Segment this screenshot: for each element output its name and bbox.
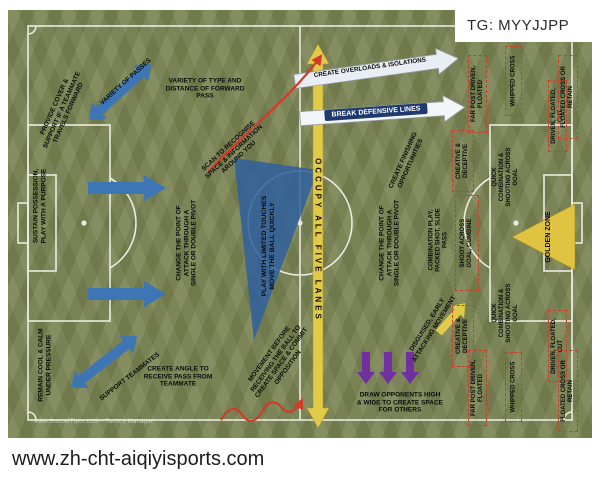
annotation-far-post-top: FAR POST DRIVEN, FLOATED [470,66,484,123]
label-box-shoot-across-goal: SHOOT ACROSS GOAL, COMBINE [455,195,479,291]
annotation-creative-deceptive-top: CREATIVE & DECEPTIVE [455,143,469,179]
label-box-creative-deceptive-top: CREATIVE & DECEPTIVE [452,130,474,192]
tg-label: TG: MYYJJPP [455,9,593,42]
annotation-remain-cool: REMAIN COOL & CALM UNDER PRESSURE [37,328,52,402]
annotation-far-post-bottom: FAR POST DRIVEN, FLOATED [470,360,484,417]
annotation-sustain-possession: SUSTAIN POSSESSION, PLAY WITH A PURPOSE [32,168,47,244]
annotation-floated-cross-retain-top: FLOATED CROSS OR RETAIN [560,66,574,128]
label-box-creative-deceptive-bottom: CREATIVE & DECEPTIVE [452,305,474,367]
annotation-whipped-cross-top: WHIPPED CROSS [509,55,516,107]
create-overloads-arrow [293,47,459,89]
purple-down-arrow-1 [357,352,375,384]
label-box-far-post-top: FAR POST DRIVEN, FLOATED [468,55,487,133]
label-box-driven-floated-cut-bottom: DRIVEN, FLOATED, CUT [548,310,567,382]
football-pitch: PROVIDE COVER & SUPPORT IF A TEAMMATE TR… [8,10,592,438]
annotation-occupy-lanes: OCCUPY ALL FIVE LANES [313,158,323,322]
blue-possession-triangle [234,158,318,340]
support-teammates-arrow [70,336,138,388]
blue-forward-arrow-bottom [88,281,166,307]
annotation-quick-combination-bottom: QUICK COMBINATION & SHOOTING ACROSS GOAL [491,283,520,343]
label-box-far-post-bottom: FAR POST DRIVEN, FLOATED [468,350,487,426]
annotation-shoot-across-goal: SHOOT ACROSS GOAL, COMBINE [459,218,473,268]
annotation-change-point-right: CHANGE THE POINT OF ATTACK THROUGH A SIN… [378,199,401,287]
red-squiggle-arrow [220,398,303,422]
annotation-floated-cross-retain-bottom: FLOATED CROSS OR RETAIN [560,360,574,422]
annotation-combination-play: COMBINATION PLAY, PACKED SHOT, SLIDE PAS… [428,208,449,272]
site-url-text: www.zh-cht-aiqiyisports.com [12,447,265,470]
watermark: www.SoccerTutor.com - Tactics Manager [34,419,154,425]
purple-down-arrow-3 [401,352,419,384]
annotation-draw-opponents: DRAW OPPONENTS HIGH & WIDE TO CREATE SPA… [357,391,443,414]
annotation-play-limited-touches: PLAY WITH LIMITED TOUCHES MOVE THE BALL … [260,195,276,297]
label-box-floated-cross-retain-top: FLOATED CROSS OR RETAIN [558,55,578,139]
annotation-quick-combination-top: QUICK COMBINATION & SHOOTING ACROSS GOAL [491,147,520,207]
site-url-bar: www.zh-cht-aiqiyisports.com [0,438,600,480]
label-box-floated-cross-retain-bottom: FLOATED CROSS OR RETAIN [558,350,578,432]
red-scan-arrow [207,54,323,173]
occupy-lanes-arrow [306,43,330,429]
variety-of-passes-arrow [88,63,152,121]
annotation-golden-zone: GOLDEN ZONE [544,211,552,263]
label-box-whipped-cross-top: WHIPPED CROSS [505,46,522,116]
blue-forward-arrow-top [88,175,166,201]
annotation-whipped-cross-bottom: WHIPPED CROSS [509,361,516,413]
annotation-change-point-left: CHANGE THE POINT OF ATTACK THROUGH A SIN… [175,199,198,287]
label-box-whipped-cross-bottom: WHIPPED CROSS [505,352,522,422]
golden-zone-triangle [511,203,576,271]
annotation-create-angle: CREATE ANGLE TO RECEIVE PASS FROM TEAMMA… [143,365,213,388]
disguised-run-arrow [435,303,466,336]
label-box-driven-floated-cut-top: DRIVEN, FLOATED, CUT [548,80,567,152]
annotation-variety-type: VARIETY OF TYPE AND DISTANCE OF FORWARD … [165,77,245,100]
purple-down-arrow-2 [379,352,397,384]
